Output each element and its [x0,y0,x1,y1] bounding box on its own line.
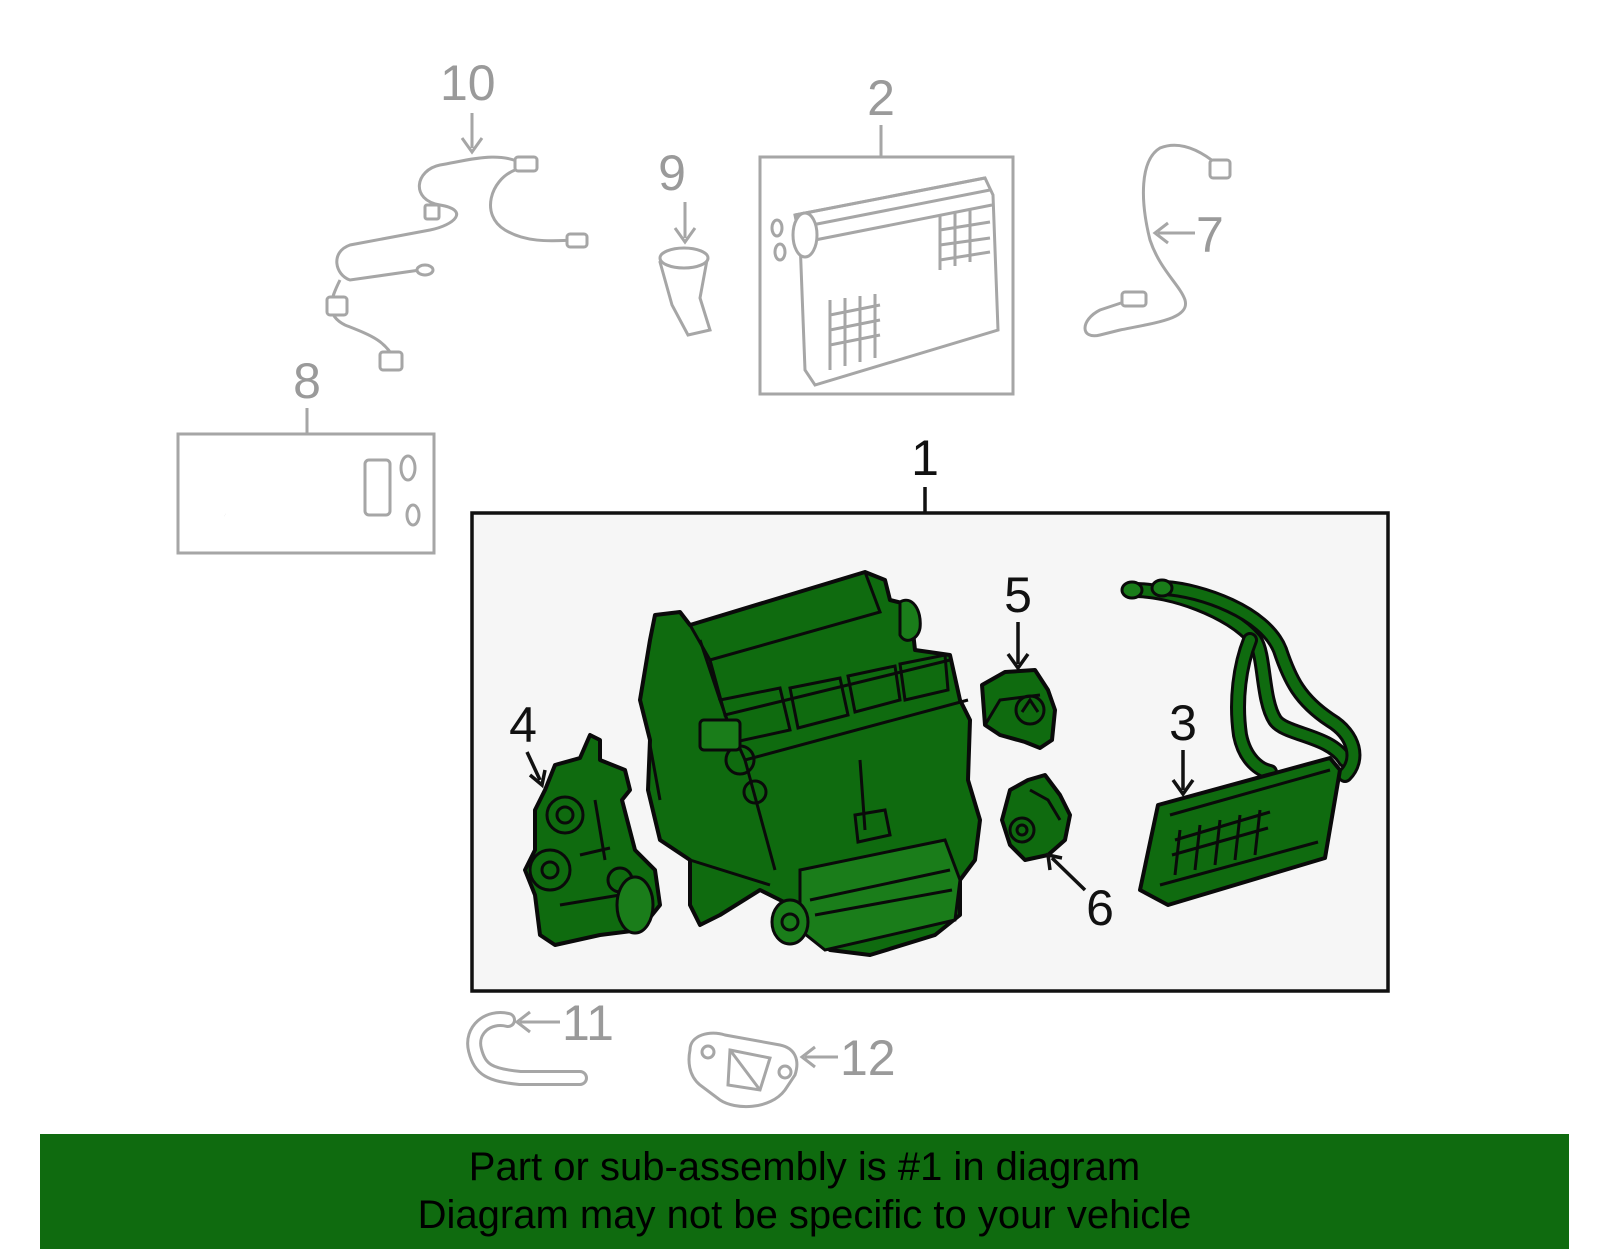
evaporator-grid-left [828,294,881,370]
part-11-hose[interactable]: 11 [466,995,614,1086]
callout-7: 7 [1196,207,1224,263]
callout-2: 2 [867,70,895,126]
hose-11 [469,1014,585,1083]
arrow-12 [799,1045,816,1069]
harness-10-lower [329,279,397,361]
callout-8: 8 [293,353,321,409]
footer-line-2: Diagram may not be specific to your vehi… [417,1193,1192,1237]
part-12-gasket[interactable]: 12 [687,1030,896,1109]
pipe-8b-inner [223,502,386,524]
heater-pipe-end-a [1120,580,1144,600]
part-6-servo[interactable]: 6 [1000,773,1114,936]
heater-pipe-end-b [1150,578,1174,598]
heater-core-rails [1159,768,1331,887]
evaporator-fins-top [811,188,993,242]
callout-3: 3 [1169,695,1197,751]
part-3-heater-core[interactable]: 3 [1120,578,1362,907]
heater-pipe-c [1233,635,1275,777]
part-10-harness[interactable]: 10 [325,55,589,372]
pipe-box [176,432,436,555]
heater-pipe-a [1130,585,1350,765]
callout-4: 4 [509,697,537,753]
part-2-evaporator[interactable]: 2 [758,70,1015,396]
part-1-assembly-group[interactable]: 1 4 [470,430,1390,993]
connector-10b [565,232,589,249]
hvac-case [638,570,982,957]
part-8-pipe[interactable]: 8 [176,353,436,555]
harness-7-wire [1083,143,1219,338]
clip-10 [423,203,441,221]
arrow-7 [1152,221,1169,245]
heater-pipe-b [1160,583,1359,780]
callout-9: 9 [658,145,686,201]
callout-10: 10 [440,55,496,111]
arrow-4 [528,769,547,789]
evaporator-port [791,211,819,259]
leader-4 [525,751,542,781]
gasket-12-hole-b [777,1064,793,1080]
callout-5: 5 [1004,567,1032,623]
arrow-3 [1171,778,1195,798]
gasket-12-hole-a [700,1044,716,1060]
evaporator-top-edge [794,176,986,217]
harness-10-branch [489,168,579,243]
sensor-10 [415,263,435,277]
pipe-8-inner [202,467,379,503]
connector-7b [1120,290,1148,308]
arrow-11 [514,1010,531,1034]
arrow-5 [1006,652,1030,672]
arrow-9 [673,227,697,245]
pipe-8-oring-b [405,503,421,527]
evaporator-grid-right [938,209,991,270]
connector-10c [325,295,349,317]
heater-core-body [1138,756,1342,907]
leader-6 [1050,856,1087,892]
arrow-10 [460,137,484,155]
callout-11: 11 [562,995,614,1051]
connector-7a [1208,158,1232,180]
heater-core-grid [1171,809,1271,876]
footer-line-1: Part or sub-assembly is #1 in diagram [468,1145,1141,1189]
connector-10a [513,155,539,173]
evaporator-oring-a [770,218,784,238]
gasket-12-window [726,1048,772,1092]
pipe-8-flange [363,458,392,517]
pipe-8-oring-a [399,454,417,482]
part-7-harness[interactable]: 7 [1083,143,1232,338]
connector-10d [378,350,404,372]
callout-12: 12 [840,1030,896,1086]
part-9-sensor[interactable]: 9 [658,145,712,337]
part-4-actuator[interactable]: 4 [509,697,662,947]
sensor-9-cap [658,246,710,270]
part-5-servo[interactable]: 5 [980,567,1057,750]
evaporator-oring-b [773,242,787,262]
footer-banner: Part or sub-assembly is #1 in diagram Di… [40,1134,1569,1249]
callout-6: 6 [1086,880,1114,936]
callout-1: 1 [911,430,939,486]
gasket-12-body [687,1031,799,1109]
arrow-6 [1045,852,1063,871]
